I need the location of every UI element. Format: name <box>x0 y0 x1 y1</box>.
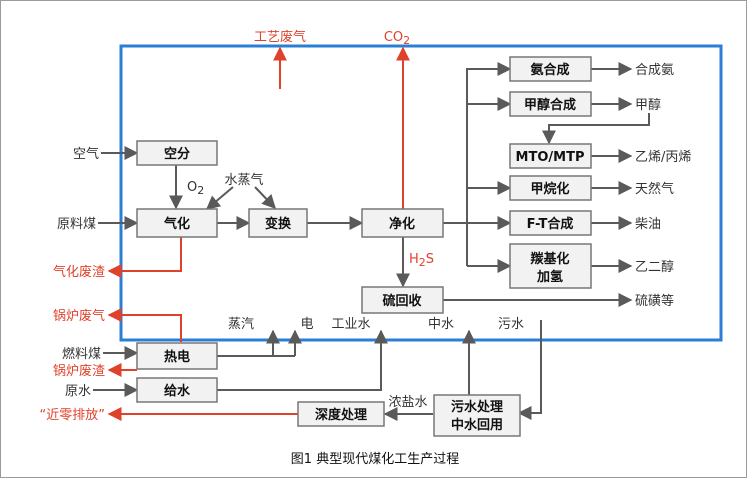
shendu-label: 深度处理 <box>315 407 367 423</box>
jiachun-label: 甲醇合成 <box>524 97 576 113</box>
output-diesel: 柴油 <box>635 217 661 232</box>
guolu-feiqi-label: 锅炉废气 <box>53 308 105 324</box>
o2-label: O2 <box>187 180 204 197</box>
jiawan-label: 甲烷化 <box>530 181 569 197</box>
guolu-feizha-label: 锅炉废渣 <box>53 363 105 379</box>
dian-label: 电 <box>300 317 313 332</box>
kongfen-label: 空分 <box>164 146 190 162</box>
geishui-label: 给水 <box>164 383 191 399</box>
nong-yan-shui-label: 浓盐水 <box>388 395 427 410</box>
box-shendu <box>297 401 385 427</box>
wushui-label-2: 中水回用 <box>451 417 503 433</box>
andian-label: 氨合成 <box>529 62 569 78</box>
redian-label: 热电 <box>164 349 190 365</box>
output-glycol: 乙二醇 <box>635 259 674 275</box>
tangji-label-1: 羰基化 <box>529 251 569 267</box>
box-tangji <box>509 243 592 289</box>
plant-boundary <box>119 44 723 342</box>
box-jiawan <box>509 175 592 201</box>
output-sulfur: 硫磺等 <box>635 293 674 309</box>
box-geishui <box>136 377 218 403</box>
zhong-shui-label: 中水 <box>428 317 454 332</box>
wu-shui-label: 污水 <box>498 317 524 332</box>
figure-caption: 图1 典型现代煤化工生产过程 <box>291 452 459 467</box>
input-fuel-coal: 燃料煤 <box>62 346 101 362</box>
gongyi-feiqi-label: 工艺废气 <box>254 29 306 45</box>
jin-ling-label: “近零排放” <box>40 408 105 423</box>
box-jinghua <box>361 208 444 238</box>
mto-label: MTO/MTP <box>516 150 585 165</box>
tangji-label-2: 加氢 <box>536 269 563 285</box>
wushui-label-1: 污水处理 <box>451 399 503 415</box>
output-natural-gas: 天然气 <box>635 181 674 197</box>
box-liuhuishou <box>361 286 444 314</box>
steam-label: 水蒸气 <box>224 172 263 188</box>
red-emission-lines <box>107 46 410 421</box>
qihua-feizha-label: 气化废渣 <box>53 264 105 280</box>
gongye-shui-label: 工业水 <box>331 317 370 332</box>
box-ft <box>509 210 592 236</box>
qihua-label: 气化 <box>164 216 190 232</box>
gray-flow-lines <box>93 62 650 421</box>
ft-label: F-T合成 <box>527 216 574 232</box>
h2s-label: H2S <box>409 252 434 269</box>
liuhuishou-label: 硫回收 <box>382 293 422 309</box>
box-wushui <box>433 394 521 437</box>
box-qihua <box>136 208 218 238</box>
input-raw-water: 原水 <box>65 384 91 399</box>
box-bianhuan <box>248 208 308 238</box>
output-olefins: 乙烯/丙烯 <box>635 150 691 165</box>
box-kongfen <box>136 140 218 166</box>
box-jiachun <box>509 91 592 117</box>
input-air: 空气 <box>73 146 99 162</box>
bianhuan-label: 变换 <box>265 216 292 232</box>
input-coal: 原料煤 <box>57 217 96 232</box>
box-redian <box>136 342 218 370</box>
box-andian <box>509 56 592 82</box>
output-ammonia: 合成氨 <box>635 63 674 78</box>
output-methanol: 甲醇 <box>635 97 661 113</box>
zhengqi-label: 蒸汽 <box>228 317 254 332</box>
co2-label: CO2 <box>384 30 410 47</box>
box-mto <box>509 143 592 169</box>
jinghua-label: 净化 <box>389 216 415 232</box>
